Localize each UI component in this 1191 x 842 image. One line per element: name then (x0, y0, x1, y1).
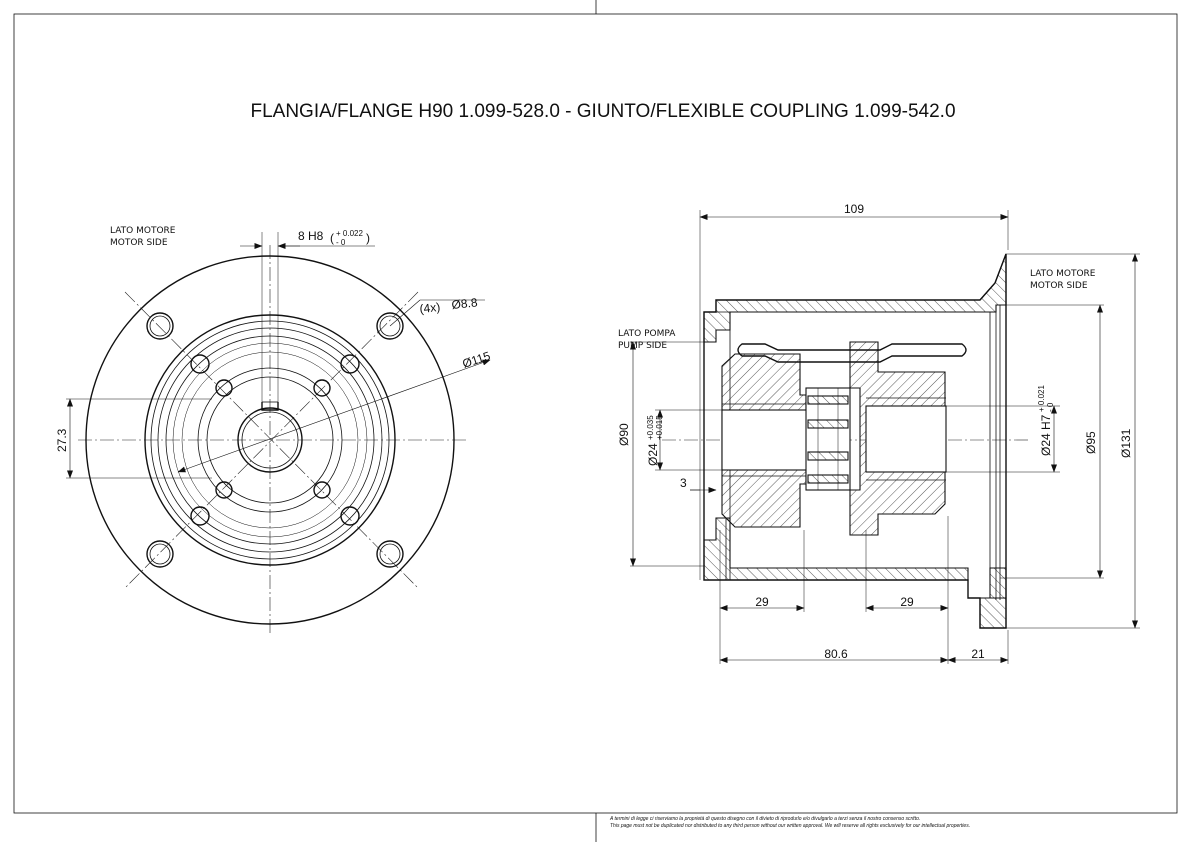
flange-step-dimension: 3 (680, 476, 687, 490)
flange-thickness-dimension: 21 (971, 647, 985, 661)
pump-side-label-it: LATO POMPA (618, 329, 676, 339)
keyway-tol-lower: - 0 (336, 238, 346, 247)
pitch-diameter-label: Ø115 (461, 349, 493, 371)
pilot-diameter-dimension: Ø90 (617, 423, 631, 446)
coupling-length-dimension: 80.6 (824, 647, 848, 661)
outer-diameter-dimension: Ø131 (1119, 428, 1133, 458)
drawing-title: FLANGIA/FLANGE H90 1.099-528.0 - GIUNTO/… (250, 101, 955, 122)
pump-bore-tol-upper: +0.035 (646, 415, 655, 440)
front-view: LATO MOTORE MOTOR SIDE 8 H8 ( + 0.022 - … (55, 226, 492, 636)
keyway-tol-upper: + 0.022 (336, 229, 363, 238)
footer-note-it: A termini di legge ci riserviamo la prop… (609, 816, 920, 822)
hole-count-label: (4x) (419, 300, 441, 316)
motor-bore-tol-lower: - 0 (1046, 402, 1055, 412)
front-motor-side-label-it: LATO MOTORE (110, 226, 176, 236)
pump-side-label-en: PUMP SIDE (618, 341, 667, 351)
svg-text:): ) (366, 231, 370, 245)
side-view: 109 LATO MOTORE MOTOR SIDE LATO POMPA PU… (617, 202, 1140, 664)
side-motor-side-label-it: LATO MOTORE (1030, 269, 1096, 279)
keyway-dimension: 8 H8 (298, 229, 324, 243)
offset-dimension: 27.3 (55, 428, 69, 452)
hole-diameter-label: Ø8.8 (451, 295, 479, 312)
svg-text:(: ( (330, 231, 334, 245)
drawing-frame (13, 0, 1178, 842)
motor-hub-length-dimension: 29 (900, 595, 914, 609)
overall-length-dimension: 109 (844, 202, 864, 216)
pump-bore-tol-lower: +0.015 (655, 415, 664, 440)
mounting-holes (146, 312, 404, 568)
footer-note-en: This page must not be duplicated nor dis… (610, 823, 970, 829)
side-motor-side-label-en: MOTOR SIDE (1030, 281, 1088, 291)
front-motor-side-label-en: MOTOR SIDE (110, 238, 168, 248)
motor-bore-tol-upper: + 0.021 (1037, 385, 1046, 412)
pump-hub-length-dimension: 29 (755, 595, 769, 609)
pump-bore-dimension: Ø24 (646, 443, 660, 466)
spigot-diameter-dimension: Ø95 (1084, 431, 1098, 454)
motor-bore-dimension: Ø24 H7 (1039, 414, 1053, 456)
